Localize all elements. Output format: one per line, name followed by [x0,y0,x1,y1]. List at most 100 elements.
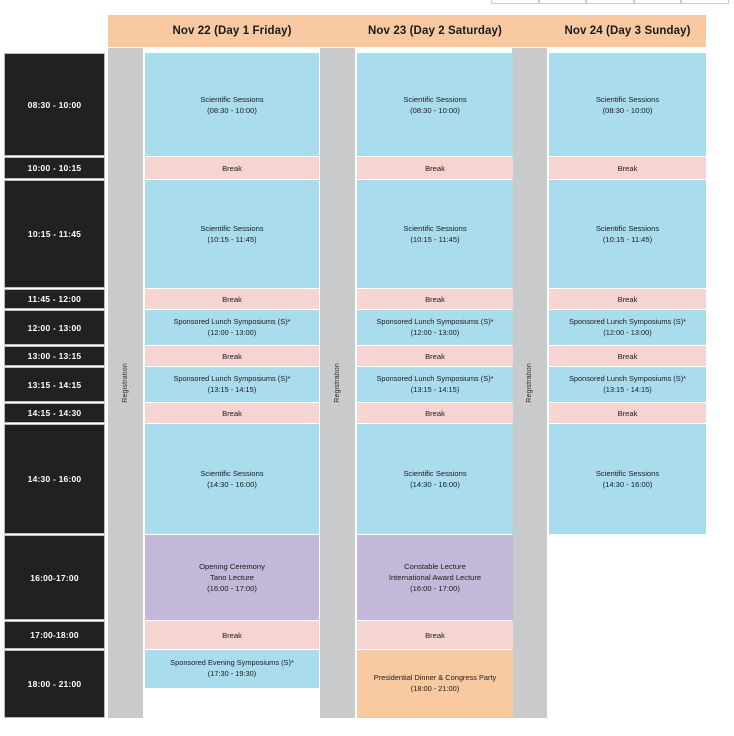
block-title: Sponsored Lunch Symposiums (S)* [568,316,687,326]
day1-break-3[interactable]: Break [145,346,319,366]
block-title: Break [617,351,638,361]
block-title: Scientific Sessions [403,94,467,104]
block-time: (12:00 - 13:00) [410,327,460,337]
block-title: Scientific Sessions [403,224,467,233]
block-title: Break [222,630,242,640]
day2-break-4[interactable]: Break [357,403,513,423]
time-slot-1015-1145: 10:15 - 11:45 [4,180,105,288]
block-subtitle: International Award Lecture [388,573,482,582]
block-title: Break [222,351,242,361]
block-time: (12:00 - 13:00) [207,327,257,337]
day1-afternoon-session[interactable]: Scientific Sessions (14:30 - 16:00) [145,424,319,534]
day2-break-2[interactable]: Break [357,289,513,309]
time-slot-1600-1700: 16:00-17:00 [4,535,105,620]
block-title: Break [617,163,638,173]
time-slot-1315-1415: 13:15 - 14:15 [4,367,105,402]
top-table-fragment [491,0,729,4]
block-time: (14:30 - 16:00) [207,480,257,489]
block-title: Scientific Sessions [200,94,264,104]
day3-break-2[interactable]: Break [549,289,706,309]
day-header-day3: Nov 24 (Day 3 Sunday) [564,25,691,37]
day3-break-1[interactable]: Break [549,157,706,179]
day3-afternoon-session[interactable]: Scientific Sessions (14:30 - 16:00) [549,424,706,534]
block-time: (10:15 - 11:45) [207,235,257,244]
day1-lunch-symposium-2[interactable]: Sponsored Lunch Symposiums (S)* (13:15 -… [145,367,319,402]
block-title: Sponsored Lunch Symposiums (S)* [376,373,494,383]
registration-label: Registration [526,363,533,403]
day3-lunch-symposium-1[interactable]: Sponsored Lunch Symposiums (S)* (12:00 -… [549,310,706,345]
block-subtitle: Tano Lecture [210,573,254,582]
block-title: Break [425,163,445,173]
day1-late-morning-session[interactable]: Scientific Sessions (10:15 - 11:45) [145,180,319,288]
block-time: (08:30 - 10:00) [207,105,257,115]
day3-break-4[interactable]: Break [549,403,706,423]
day2-lunch-symposium-2[interactable]: Sponsored Lunch Symposiums (S)* (13:15 -… [357,367,513,402]
day1-break-1[interactable]: Break [145,157,319,179]
block-time: (17:30 - 19:30) [207,669,257,678]
block-title: Break [222,163,242,173]
block-time: (08:30 - 10:00) [410,105,460,115]
day3-break-3[interactable]: Break [549,346,706,366]
time-slot-1000-1015: 10:00 - 10:15 [4,157,105,179]
day1-evening-symposium[interactable]: Sponsored Evening Symposiums (S)* (17:30… [145,650,319,688]
block-title: Sponsored Lunch Symposiums (S)* [376,316,494,326]
day1-break-4[interactable]: Break [145,403,319,423]
block-title: Sponsored Lunch Symposiums (S)* [173,373,291,383]
table-fragment-cell [586,0,634,4]
day2-break-5[interactable]: Break [357,621,513,649]
time-slot-1700-1800: 17:00-18:00 [4,621,105,649]
table-fragment-cell [681,0,729,4]
block-title: Break [425,351,445,361]
day1-break-2[interactable]: Break [145,289,319,309]
block-title: Break [425,408,445,418]
time-slot-1300-1315: 13:00 - 13:15 [4,346,105,366]
block-title: Opening Ceremony [199,562,265,571]
block-title: Scientific Sessions [595,469,660,478]
registration-label: Registration [122,363,129,403]
block-time: (08:30 - 10:00) [602,105,653,115]
day3-morning-session[interactable]: Scientific Sessions (08:30 - 10:00) [549,53,706,156]
block-title: Scientific Sessions [595,224,660,233]
block-title: Break [222,408,242,418]
block-title: Constable Lecture [404,562,466,571]
day2-constable-lecture[interactable]: Constable Lecture International Award Le… [357,535,513,620]
block-title: Break [425,294,445,304]
day3-lunch-symposium-2[interactable]: Sponsored Lunch Symposiums (S)* (13:15 -… [549,367,706,402]
day2-late-morning-session[interactable]: Scientific Sessions (10:15 - 11:45) [357,180,513,288]
block-title: Sponsored Evening Symposiums (S)* [170,658,294,668]
block-title: Break [222,294,242,304]
block-time: (13:15 - 14:15) [410,384,460,394]
block-time: (13:15 - 14:15) [207,384,257,394]
registration-strip-day3: Registration [512,48,547,718]
day1-lunch-symposium-1[interactable]: Sponsored Lunch Symposiums (S)* (12:00 -… [145,310,319,345]
time-slot-0830-1000: 08:30 - 10:00 [4,53,105,156]
block-title: Presidential Dinner & Congress Party [373,673,497,683]
block-title: Scientific Sessions [200,224,264,233]
day2-morning-session[interactable]: Scientific Sessions (08:30 - 10:00) [357,53,513,156]
block-time: (14:30 - 16:00) [602,480,653,489]
block-time: (13:15 - 14:15) [603,384,652,394]
block-time: (14:30 - 16:00) [410,480,460,489]
day1-morning-session[interactable]: Scientific Sessions (08:30 - 10:00) [145,53,319,156]
day3-late-morning-session[interactable]: Scientific Sessions (10:15 - 11:45) [549,180,706,288]
table-fragment-cell [538,0,587,4]
day1-break-5[interactable]: Break [145,621,319,649]
block-time: (16:00 - 17:00) [410,584,460,593]
block-title: Scientific Sessions [200,469,264,478]
block-time: (16:00 - 17:00) [207,584,257,593]
day-header-day2: Nov 23 (Day 2 Saturday) [368,25,502,37]
day1-opening-ceremony[interactable]: Opening Ceremony Tano Lecture (16:00 - 1… [145,535,319,620]
day2-presidential-dinner[interactable]: Presidential Dinner & Congress Party (18… [357,650,513,718]
table-fragment-cell [491,0,539,4]
day2-break-3[interactable]: Break [357,346,513,366]
block-title: Sponsored Lunch Symposiums (S)* [173,316,291,326]
day2-break-1[interactable]: Break [357,157,513,179]
block-time: (10:15 - 11:45) [410,235,460,244]
day2-lunch-symposium-1[interactable]: Sponsored Lunch Symposiums (S)* (12:00 -… [357,310,513,345]
block-title: Break [617,294,638,304]
day2-afternoon-session[interactable]: Scientific Sessions (14:30 - 16:00) [357,424,513,534]
block-time: (18:00 - 21:00) [410,684,460,693]
block-title: Break [425,630,445,640]
time-slot-1415-1430: 14:15 - 14:30 [4,403,105,423]
